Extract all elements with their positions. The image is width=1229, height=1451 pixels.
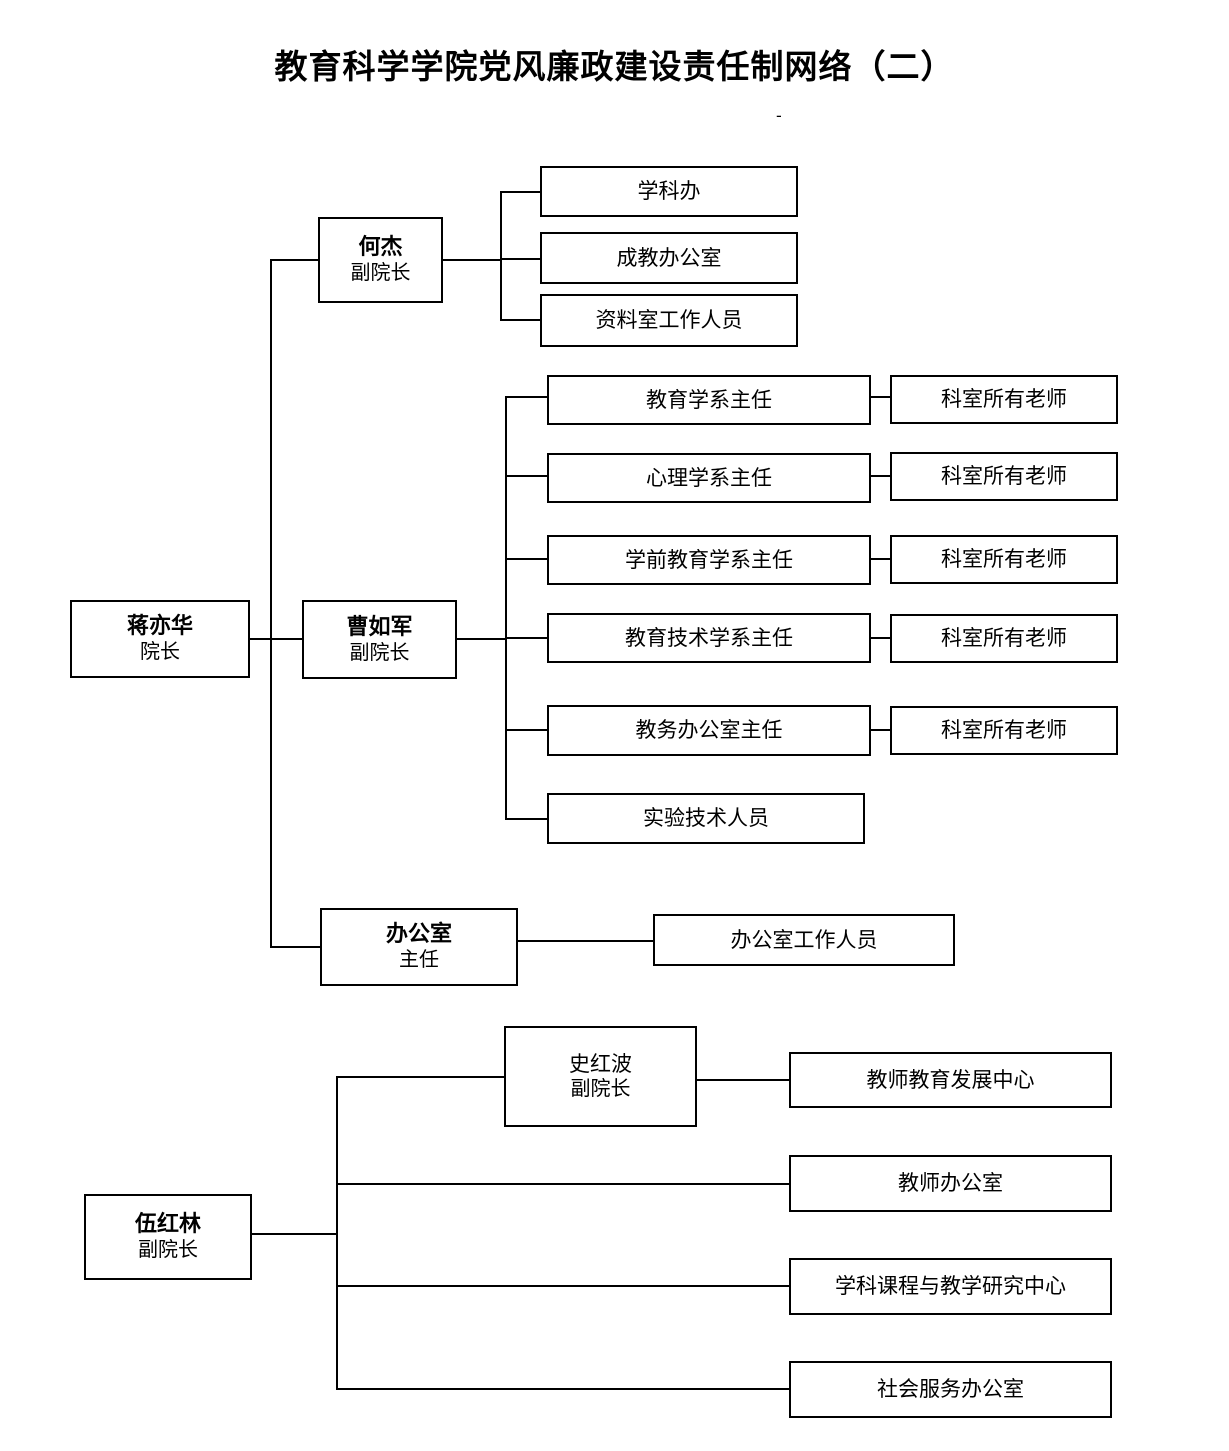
node-label: 社会服务办公室: [877, 1377, 1024, 1402]
node-label: 成教办公室: [616, 245, 722, 270]
node-label: 科室所有老师: [941, 464, 1067, 489]
node-label: 资料室工作人员: [595, 308, 743, 333]
connector-bottom-child-3: [336, 1285, 791, 1287]
node-teacher-edu-dev-center[interactable]: 教师教育发展中心: [789, 1052, 1112, 1108]
node-role: 副院长: [350, 260, 411, 285]
node-he-jie[interactable]: 何杰 副院长: [318, 217, 443, 303]
node-label: 办公室工作人员: [730, 927, 878, 952]
connector-trunk-to-he-jie: [270, 259, 318, 261]
connector-cao-child-4: [505, 637, 549, 639]
node-role: 院长: [140, 639, 180, 664]
connector-office-to-staff: [518, 940, 654, 942]
node-name: 何杰: [358, 234, 403, 261]
connector-cao-child-1: [505, 396, 549, 398]
node-teachers-3[interactable]: 科室所有老师: [890, 535, 1118, 584]
node-label: 学科课程与教学研究中心: [835, 1274, 1066, 1299]
connector-he-jie-out: [443, 259, 500, 261]
connector-cao-rujun-out: [457, 638, 507, 640]
connector-main-trunk: [270, 260, 272, 948]
node-cao-rujun[interactable]: 曹如军 副院长: [302, 600, 457, 679]
node-name: 办公室: [385, 921, 452, 948]
connector-cao-child-6: [505, 818, 549, 820]
node-ziliaoshi-staff[interactable]: 资料室工作人员: [540, 294, 798, 347]
node-label: 教师办公室: [898, 1171, 1003, 1196]
connector-dept2-to-teachers: [871, 475, 891, 477]
connector-dept5-to-teachers: [871, 729, 891, 731]
node-name: 伍红林: [134, 1211, 201, 1238]
connector-cao-child-5: [505, 729, 549, 731]
node-label: 学科办: [637, 179, 701, 204]
connector-bottom-child-1: [336, 1076, 506, 1078]
title-dash-mark: -: [776, 106, 782, 126]
connector-he-jie-child-3: [500, 319, 542, 321]
node-dept-jiaoyu-jishuxue[interactable]: 教育技术学系主任: [547, 613, 871, 663]
connector-he-jie-child-1: [500, 191, 542, 193]
node-label: 科室所有老师: [941, 387, 1067, 412]
node-label: 实验技术人员: [643, 806, 769, 831]
page-title: 教育科学学院党风廉政建设责任制网络（二）: [274, 47, 955, 86]
connector-cao-rujun-subtrunk: [505, 396, 507, 820]
connector-trunk-to-office: [270, 946, 322, 948]
node-curriculum-research-center[interactable]: 学科课程与教学研究中心: [789, 1258, 1112, 1315]
node-role: 副院长: [349, 639, 410, 664]
node-dept-jiaowu-office[interactable]: 教务办公室主任: [547, 705, 871, 756]
connector-dept1-to-teachers: [871, 396, 891, 398]
node-chengjiao-office[interactable]: 成教办公室: [540, 232, 798, 284]
node-office[interactable]: 办公室 主任: [320, 908, 518, 986]
node-label: 科室所有老师: [941, 626, 1067, 651]
node-name: 曹如军: [346, 613, 413, 640]
node-name: 蒋亦华: [126, 613, 193, 640]
node-office-staff[interactable]: 办公室工作人员: [653, 914, 955, 966]
node-label: 教务办公室主任: [635, 718, 783, 743]
node-label: 科室所有老师: [941, 718, 1067, 743]
connector-shi-hongbo-to-center: [697, 1079, 791, 1081]
node-dept-jiaoyuxue[interactable]: 教育学系主任: [547, 375, 871, 425]
node-dept-xinlixue[interactable]: 心理学系主任: [547, 453, 871, 503]
connector-bottom-trunk: [336, 1076, 338, 1389]
node-role: 副院长: [570, 1076, 631, 1101]
node-wu-honglin[interactable]: 伍红林 副院长: [84, 1194, 252, 1280]
node-role: 主任: [399, 947, 439, 972]
connector-cao-child-2: [505, 475, 549, 477]
connector-cao-child-3: [505, 558, 549, 560]
node-xueke-ban[interactable]: 学科办: [540, 166, 798, 217]
node-teachers-4[interactable]: 科室所有老师: [890, 614, 1118, 663]
node-dept-xueqian-jiaoyuxue[interactable]: 学前教育学系主任: [547, 535, 871, 585]
connector-dept3-to-teachers: [871, 558, 891, 560]
connector-dept4-to-teachers: [871, 637, 891, 639]
connector-trunk-to-cao-rujun: [270, 638, 302, 640]
connector-he-jie-subtrunk: [500, 191, 502, 321]
node-teacher-office[interactable]: 教师办公室: [789, 1155, 1112, 1212]
node-root-jiang-yihua[interactable]: 蒋亦华 院长: [70, 600, 250, 678]
node-teachers-1[interactable]: 科室所有老师: [890, 375, 1118, 424]
node-shiyan-jishu-renyuan[interactable]: 实验技术人员: [547, 793, 865, 844]
connector-he-jie-child-2: [500, 258, 542, 260]
node-label: 学前教育学系主任: [625, 547, 793, 572]
node-label: 心理学系主任: [646, 465, 772, 490]
node-social-service-office[interactable]: 社会服务办公室: [789, 1361, 1112, 1418]
connector-root-to-trunk: [250, 638, 272, 640]
node-teachers-2[interactable]: 科室所有老师: [890, 452, 1118, 501]
node-teachers-5[interactable]: 科室所有老师: [890, 706, 1118, 755]
connector-bottom-child-4: [336, 1388, 791, 1390]
connector-wu-honglin-out: [252, 1233, 338, 1235]
node-name: 史红波: [569, 1052, 632, 1077]
node-label: 教师教育发展中心: [866, 1067, 1035, 1092]
connector-bottom-child-2: [336, 1183, 791, 1185]
node-shi-hongbo[interactable]: 史红波 副院长: [504, 1026, 697, 1127]
node-label: 教育学系主任: [646, 387, 772, 412]
node-label: 科室所有老师: [941, 547, 1067, 572]
node-label: 教育技术学系主任: [625, 625, 793, 650]
node-role: 副院长: [138, 1237, 198, 1262]
